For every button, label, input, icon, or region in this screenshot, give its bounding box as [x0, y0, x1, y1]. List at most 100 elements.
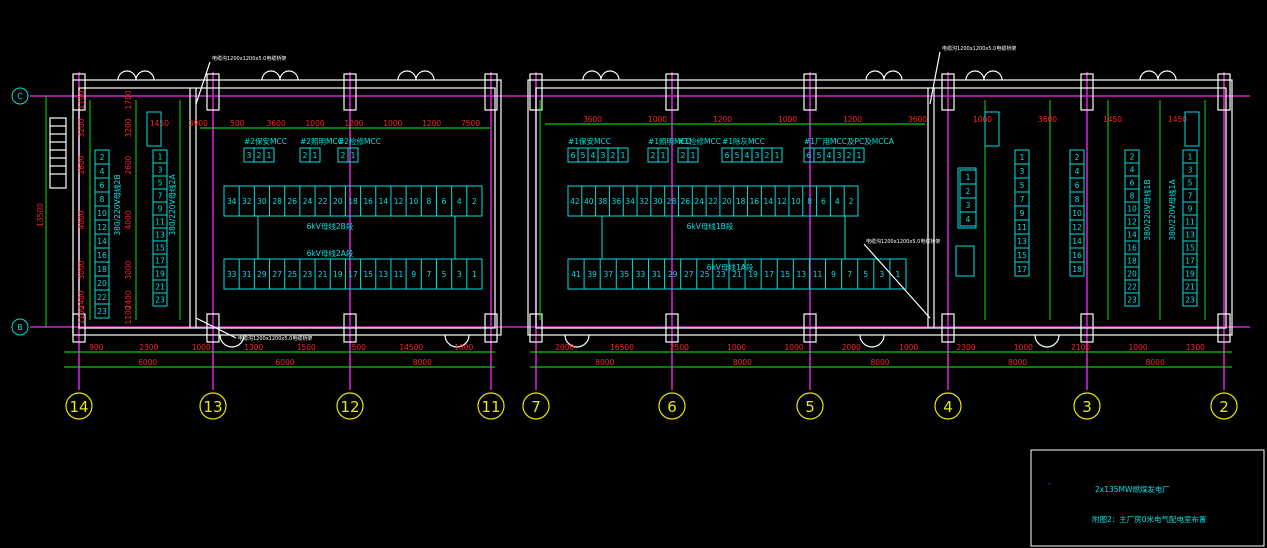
- bus-cell-number: 23: [303, 270, 313, 279]
- dim-text: 1000: [899, 343, 918, 352]
- dim-text: 1500: [297, 343, 316, 352]
- bus-cell-number: 10: [409, 197, 419, 206]
- bus-cell-number: 21: [318, 270, 328, 279]
- axis-bubble-6: 6: [658, 392, 686, 420]
- bus-cell-number: 39: [587, 270, 597, 279]
- label-380v-bus-1a: 380/220V母线1A: [1167, 179, 1177, 241]
- panel-number: 9: [158, 205, 163, 214]
- axis-bubble-3: 3: [1073, 392, 1101, 420]
- bus-cell-number: 14: [379, 197, 389, 206]
- panel-number: 2: [966, 187, 971, 196]
- bus-cell-number: 42: [570, 197, 580, 206]
- svg-text:11: 11: [481, 398, 500, 416]
- bus-cell-number: 26: [288, 197, 298, 206]
- title-project: 2x135MW燃煤发电厂: [1095, 484, 1170, 494]
- panel-number: 18: [97, 265, 107, 274]
- mcc-number: 6: [725, 151, 730, 160]
- bus-cell-number: 10: [791, 197, 801, 206]
- stair-symbol: [49, 117, 67, 189]
- bus-cell-number: 13: [797, 270, 807, 279]
- svg-text:14: 14: [69, 398, 88, 416]
- bus-cell-number: 24: [303, 197, 313, 206]
- panel-number: 3: [158, 166, 163, 175]
- panel-number: 6: [1130, 179, 1135, 188]
- note-cable-trench-bottom-left: 电缆沟1200x1200x5.0电缆桥架: [238, 335, 312, 342]
- panel-number: 14: [97, 237, 107, 246]
- svg-text:3: 3: [1082, 398, 1092, 416]
- dim-text: 2100: [1071, 343, 1090, 352]
- bus-cell-number: 1: [896, 270, 901, 279]
- dim-text: 2600: [77, 155, 86, 174]
- panel-number: 7: [1020, 195, 1025, 204]
- bus-cell-number: 40: [584, 197, 594, 206]
- dim-text: 3000: [77, 260, 86, 279]
- axis-bubble-14: 14: [65, 392, 93, 420]
- panel-number: 2: [1130, 153, 1135, 162]
- panel-number: 21: [1185, 283, 1195, 292]
- mcc-cell: [347, 147, 359, 163]
- panel-number: 4: [100, 167, 105, 176]
- mcc-label: #1照明MCC: [648, 137, 691, 146]
- dim-text: 1000: [305, 119, 324, 128]
- mcc-number: 1: [661, 151, 666, 160]
- dim-text: 1000: [192, 343, 211, 352]
- panel-number: 3: [966, 201, 971, 210]
- bus-cell-number: 14: [763, 197, 773, 206]
- panel-number: 15: [155, 244, 165, 253]
- panel-cell: [1069, 261, 1085, 277]
- panel-number: 5: [1188, 179, 1193, 188]
- note-cable-trench-mid-right: 电缆沟1200x1200x5.0电缆桥架: [866, 238, 940, 245]
- panel-number: 13: [1185, 231, 1195, 240]
- panel-number: 1: [1188, 153, 1193, 162]
- dim-text: 3200: [77, 118, 86, 137]
- panel-number: 10: [97, 209, 107, 218]
- mcc-cell: [263, 147, 275, 163]
- mcc-cell: [617, 147, 629, 163]
- bus-cell-number: 29: [257, 270, 267, 279]
- mcc-number: 6: [571, 151, 576, 160]
- dim-text: 1000: [778, 115, 797, 124]
- bus-cell-number: 7: [426, 270, 431, 279]
- panel-number: 1: [966, 173, 971, 182]
- top-cabinet-panels: [146, 111, 1200, 277]
- dim-text: 1000: [1014, 343, 1033, 352]
- mcc-label: #1厂用MCC及PC及MCCA: [804, 137, 895, 146]
- panel-number: 6: [100, 181, 105, 190]
- panel-number: 5: [158, 179, 163, 188]
- dim-text: 2300: [956, 343, 975, 352]
- bus-cell-number: 13: [379, 270, 389, 279]
- mcc-number: 2: [765, 151, 770, 160]
- mcc-number: 2: [681, 151, 686, 160]
- mcc-number: 1: [857, 151, 862, 160]
- dim-text: 3600: [1038, 115, 1057, 124]
- bus-cell-number: 20: [333, 197, 343, 206]
- panel-number: 20: [97, 279, 107, 288]
- dim-text: 1200: [713, 115, 732, 124]
- bus-cell-number: 35: [620, 270, 630, 279]
- panel-number: 3: [1188, 166, 1193, 175]
- axis-bubble-b: B: [11, 318, 29, 336]
- dim-text: 8000: [733, 358, 752, 367]
- bus-cell-number: 37: [603, 270, 613, 279]
- title-block: - 2x135MW燃煤发电厂 附图2：主厂房0米电气配电室布置: [1030, 449, 1265, 547]
- panel-number: 23: [1185, 296, 1195, 305]
- mcc-number: 1: [267, 151, 272, 160]
- panel-number: 16: [97, 251, 107, 260]
- panel-number: 4: [1130, 166, 1135, 175]
- bus-cell-number: 11: [394, 270, 404, 279]
- label-6kv-1a: 6kV母线1A段: [707, 262, 754, 272]
- dim-text: 4000: [77, 210, 86, 229]
- mcc-number: 4: [827, 151, 832, 160]
- panel-number: 14: [1072, 237, 1082, 246]
- bus-cell-number: 34: [625, 197, 635, 206]
- dim-text: 1100: [77, 305, 86, 324]
- axis-bubble-2: 2: [1210, 392, 1238, 420]
- bus-cell-number: 36: [612, 197, 622, 206]
- panel-number: 15: [1185, 244, 1195, 253]
- mcc-number: 5: [581, 151, 586, 160]
- mcc-number: 1: [775, 151, 780, 160]
- bus-cell-number: 34: [227, 197, 237, 206]
- bus-cell-number: 25: [700, 270, 710, 279]
